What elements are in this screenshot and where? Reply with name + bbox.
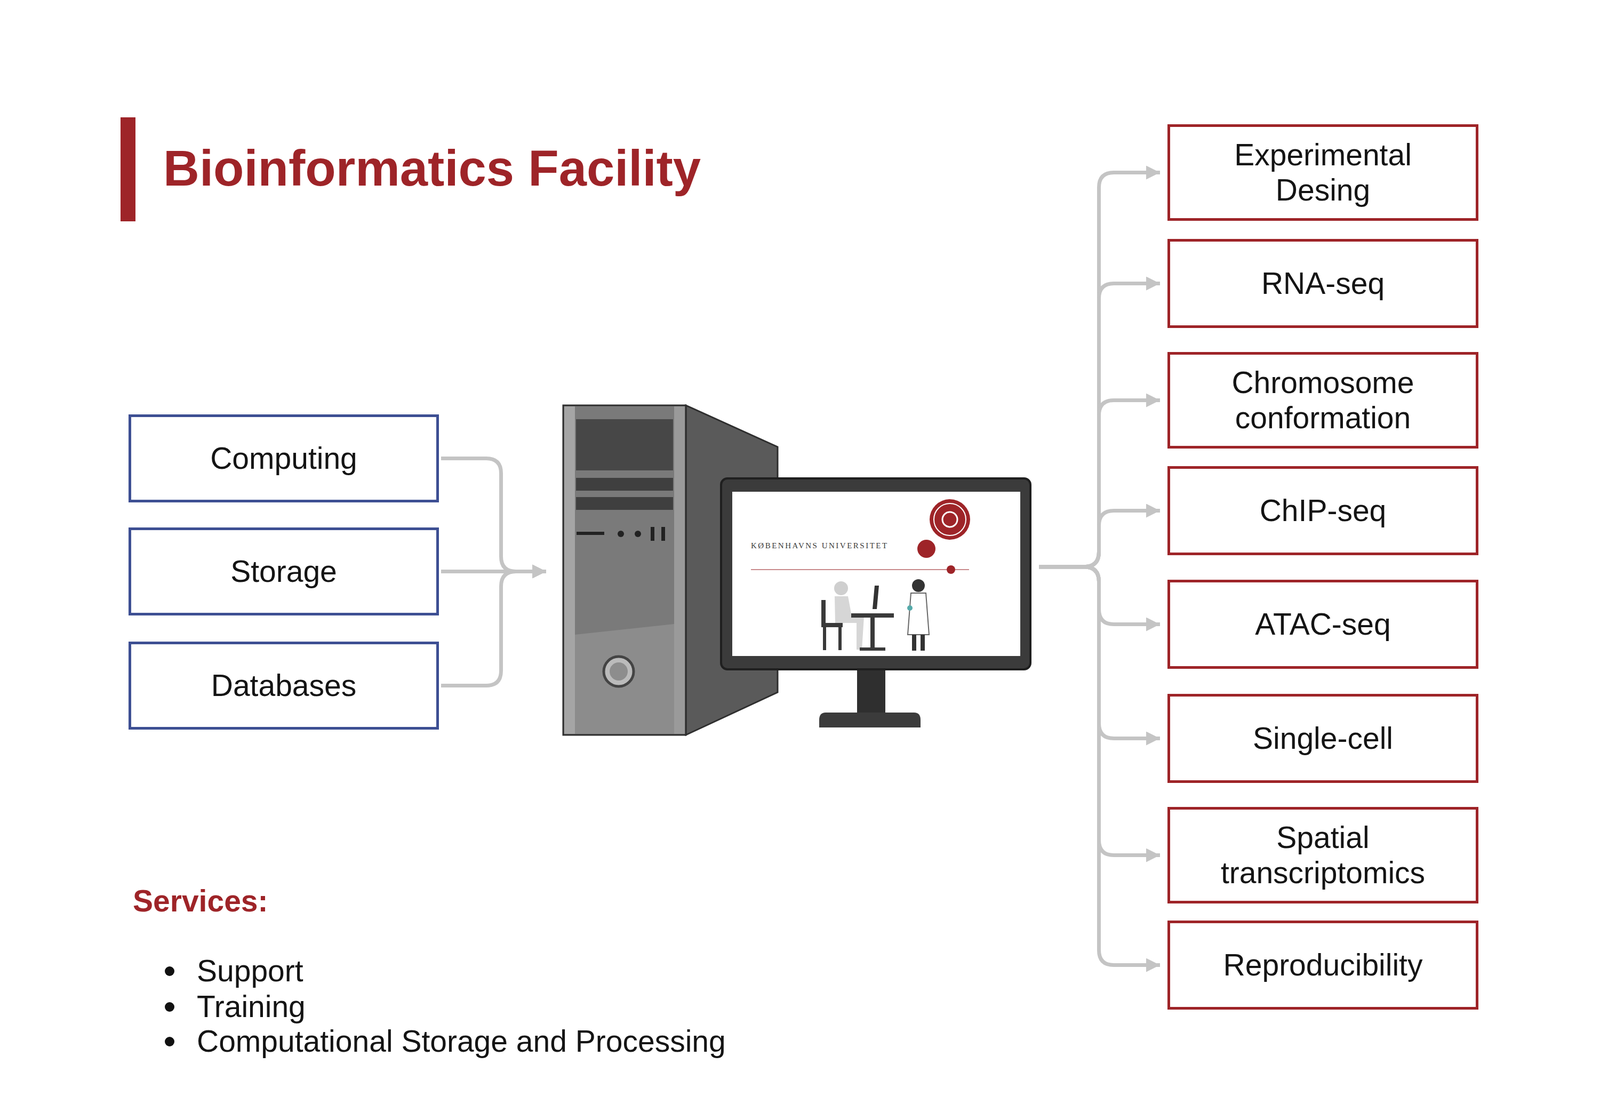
box-label: Chromosome conformation [1197,365,1449,436]
title-bar [120,117,136,222]
box-label: RNA-seq [1261,266,1385,302]
box-label: ATAC-seq [1254,606,1391,643]
box-label: Spatial transcriptomics [1197,820,1449,891]
connector-arrow [441,571,547,686]
service-box: Chromosome conformation [1167,352,1479,449]
connector-arrow [1038,566,1160,966]
connector-arrow [441,458,547,572]
bullet-item: Training [196,989,306,1025]
resource-box: Storage [128,527,439,616]
diagram-title: Bioinformatics Facility [163,140,701,196]
box-label: Single-cell [1252,721,1394,757]
resource-box: Computing [128,414,439,503]
service-box: ChIP-seq [1167,466,1479,556]
computer-monitor [721,478,1031,728]
bullet-item: Computational Storage and Processing [196,1024,726,1060]
service-box: Reproducibility [1167,920,1479,1010]
service-box: ATAC-seq [1167,579,1479,669]
box-label: Experimental Desing [1197,137,1449,208]
service-box: Spatial transcriptomics [1167,806,1479,904]
connector-arrow [1038,510,1160,567]
box-label: Databases [211,668,357,704]
resource-box: Databases [128,641,439,730]
service-box: Experimental Desing [1167,124,1479,221]
screen-text: KØBENHAVNS UNIVERSITET [750,540,889,551]
box-label: Storage [230,554,338,590]
box-label: Reproducibility [1223,947,1423,983]
bullet-item: Support [196,953,304,989]
service-box: RNA-seq [1167,238,1479,328]
connector-arrow [1038,172,1160,567]
box-label: ChIP-seq [1259,493,1387,529]
computer-workstation: KØBENHAVNS UNIVERSITET [563,405,1031,735]
bullet-dots [164,966,175,1047]
connector-arrow [1038,400,1160,567]
section-heading: Services: [132,883,269,919]
connector-arrow [1038,283,1160,567]
box-label: Computing [210,441,358,477]
service-box: Single-cell [1167,693,1479,783]
